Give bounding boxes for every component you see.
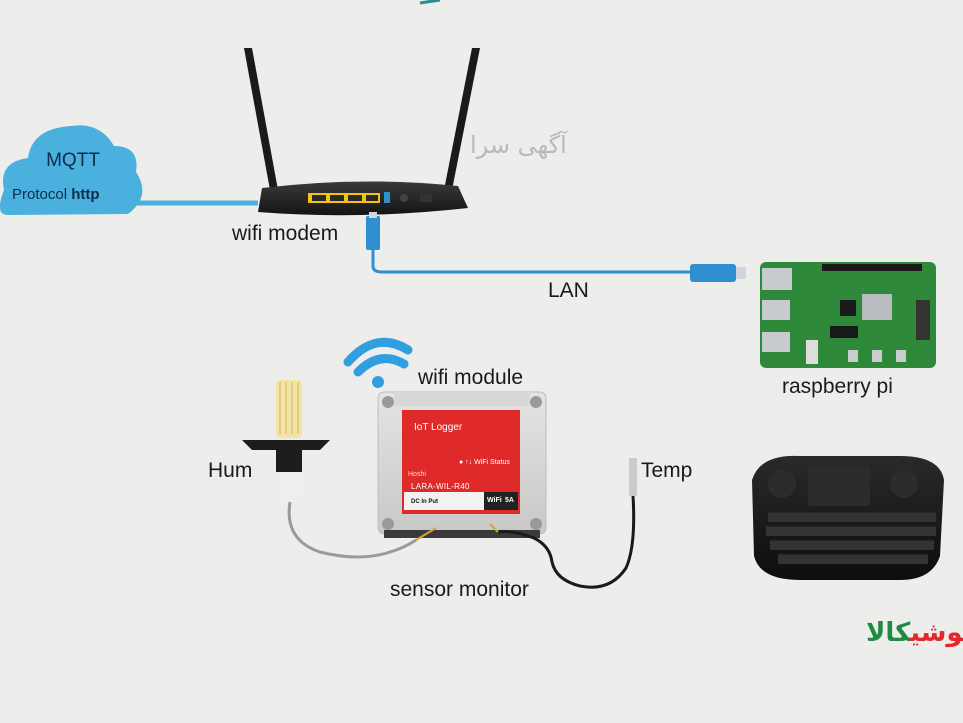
sensor-monitor-label: sensor monitor [390, 578, 529, 601]
mqtt-subtitle-prefix: Protocol [12, 186, 68, 203]
mqtt-subtitle-bold: http [71, 186, 100, 203]
top-edge-mark [419, 0, 441, 5]
keyboard-keys [766, 512, 936, 564]
mqtt-cloud [0, 125, 143, 215]
lan-cable [366, 212, 746, 282]
logger-model: LARA-WIL-R40 [411, 482, 470, 491]
router-antenna-right [444, 48, 480, 190]
mqtt-cloud-title: MQTT [46, 150, 100, 171]
wireless-keyboard [752, 455, 944, 580]
brand-logo: هوشیکالا [866, 618, 963, 648]
temperature-label: Temp [641, 459, 693, 482]
watermark-text: آگهی سرا [470, 131, 567, 159]
brand-logo-part-red: هوشی [910, 618, 963, 648]
wifi-modem-label: wifi modem [232, 222, 339, 245]
humidity-label: Hum [208, 459, 253, 482]
wifi-router [244, 48, 480, 216]
lan-label: LAN [548, 279, 589, 302]
humidity-sensor [242, 380, 437, 559]
temperature-probe [489, 458, 637, 589]
logger-dc-input-label: DC In Put [411, 499, 438, 505]
logger-wifi-badge: WiFi [487, 497, 502, 504]
logger-brand: Hoshi [408, 471, 426, 478]
wifi-signal-icon [343, 337, 413, 388]
iot-logger-device [377, 391, 547, 538]
raspberry-pi-label: raspberry pi [782, 375, 893, 398]
brand-logo-part-green: کالا [866, 618, 911, 648]
logger-status-text: ● ↑↓ WiFi Status [459, 459, 510, 466]
raspberry-pi-board [760, 262, 936, 368]
logger-title: IoT Logger [414, 422, 463, 433]
wifi-module-label: wifi module [418, 366, 524, 389]
router-antenna-left [244, 48, 278, 190]
mqtt-cloud-subtitle: Protocol http [12, 186, 100, 203]
logger-5a-badge: 5A [505, 497, 514, 504]
